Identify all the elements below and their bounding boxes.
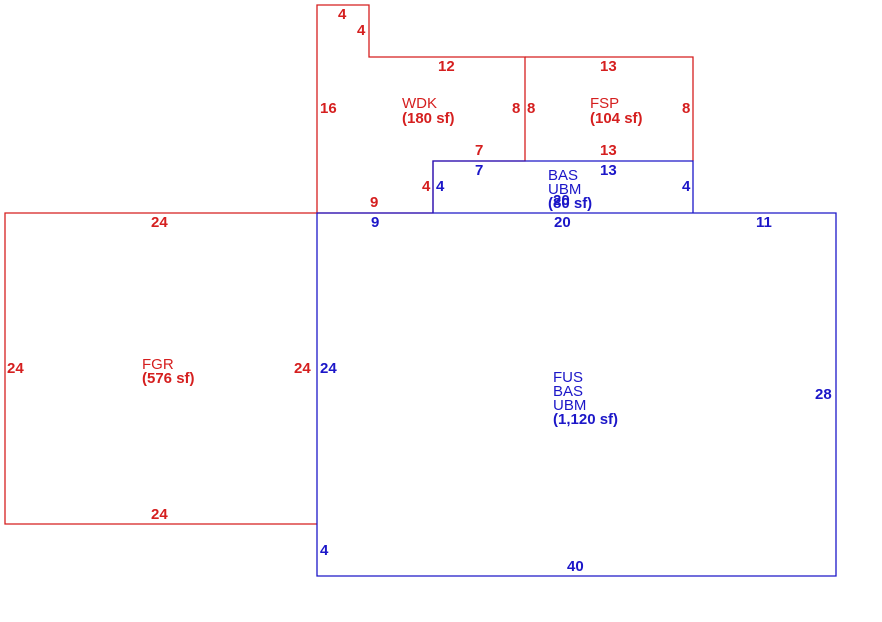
dim-fus-left: 24 [320,360,337,377]
dim-fus-bottom: 40 [567,558,584,575]
dim-bas-top: 13 [600,162,617,179]
fgr-size: (576 sf) [142,370,195,387]
dim-fus-top-left: 9 [371,214,379,231]
dim-wdk-left: 16 [320,100,337,117]
fsp-outline [525,56,694,161]
fus-line2: BAS [553,383,583,400]
dim-wdk-notch: 4 [422,178,431,195]
dim-fgr-right: 24 [294,360,311,377]
bas-small-outline [432,160,694,213]
fus-main-outline [316,212,837,577]
dim-wdk-top: 12 [438,58,455,75]
wdk-size: (180 sf) [402,110,455,127]
dim-fgr-left: 24 [7,360,24,377]
dim-bas-right: 4 [682,178,691,195]
dim-wdk-right: 8 [512,100,520,117]
dim-wdk-bottom-left: 9 [370,194,378,211]
bas-small-overlap-number: 20 [553,192,570,209]
dim-fsp-left: 8 [527,100,535,117]
fsp-size: (104 sf) [590,110,643,127]
dim-fsp-right: 8 [682,100,690,117]
dim-fsp-top: 13 [600,58,617,75]
dim-fus-top-right: 11 [756,214,772,231]
dim-wdk-top-short: 4 [338,6,347,23]
dim-bas-left-side: 4 [436,178,445,195]
wdk-code: WDK [402,95,437,112]
dim-fus-right: 28 [815,386,832,403]
dim-fgr-top: 24 [151,214,168,231]
dim-fgr-bottom: 24 [151,506,168,523]
bas-small-line2: UBM [548,181,581,198]
dim-wdk-step: 4 [357,22,366,39]
fsp-code: FSP [590,95,619,112]
bas-small-size: (80 sf) [548,195,592,212]
fgr-code: FGR [142,356,174,373]
red-outlines [4,4,694,525]
fgr-outline [4,212,317,525]
fus-line3: UBM [553,397,586,414]
fus-size: (1,120 sf) [553,411,618,428]
dim-fus-top-mid: 20 [554,214,571,231]
blue-outlines [316,160,837,577]
dim-fus-left-low: 4 [320,542,329,559]
dim-wdk-bottom-right: 7 [475,142,483,159]
dim-fsp-bottom: 13 [600,142,617,159]
fus-line1: FUS [553,369,583,386]
bas-small-line1: BAS [548,167,578,184]
dim-bas-left: 7 [475,162,483,179]
